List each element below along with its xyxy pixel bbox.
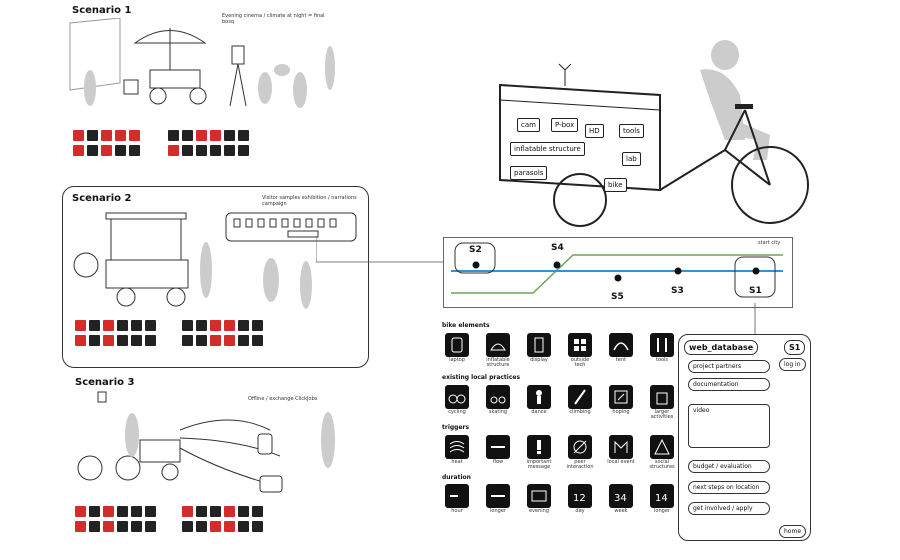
bike-label-bike: bike	[604, 178, 627, 192]
skating-icon	[486, 385, 510, 409]
evening-icon	[527, 484, 551, 508]
bag-icon	[650, 385, 674, 409]
legend: bike elements laptop inflatable structur…	[442, 322, 675, 514]
longer-icon	[486, 484, 510, 508]
cargo-bike-illustration	[499, 40, 809, 227]
heat-icon	[445, 435, 469, 459]
exclamation-icon	[527, 435, 551, 459]
grid-icon	[568, 333, 592, 357]
connector-line	[316, 236, 446, 263]
get-involved-button[interactable]: get involved / apply	[688, 502, 770, 515]
scenario-1-icons	[73, 130, 249, 156]
bicycle-icon	[445, 385, 469, 409]
scenario-2-icons	[75, 320, 263, 346]
structure-icon	[650, 435, 674, 459]
event-icon	[609, 435, 633, 459]
stop-label-s4: S4	[551, 243, 564, 253]
tent-icon	[609, 333, 633, 357]
climbing-icon	[568, 385, 592, 409]
legend-section-title: existing local practices	[442, 374, 521, 381]
scenario-3-illustration	[77, 391, 335, 493]
flow-icon	[486, 435, 510, 459]
web-database-badge: S1	[784, 340, 806, 355]
day-icon: 12	[568, 484, 592, 508]
scenario-1-title: Scenario 1	[72, 5, 132, 16]
month-icon: 14	[650, 484, 674, 508]
legend-section-title: triggers	[442, 424, 470, 431]
stop-label-s1: S1	[749, 286, 762, 296]
map-to-database-connector	[754, 303, 756, 339]
inflatable-icon	[486, 333, 510, 357]
stop-label-s3: S3	[671, 286, 684, 296]
stop-label-s5: S5	[611, 292, 624, 302]
people-icon	[527, 385, 551, 409]
route-lines	[451, 242, 783, 298]
home-button[interactable]: home	[779, 525, 807, 538]
bike-label-pbox: P-box	[551, 118, 579, 132]
hour-icon	[445, 484, 469, 508]
display-icon	[527, 333, 551, 357]
interaction-icon	[568, 435, 592, 459]
stop-label-s2: S2	[469, 245, 482, 255]
bike-label-lab: lab	[622, 152, 641, 166]
scenario-3-title: Scenario 3	[75, 377, 135, 388]
tools-icon	[650, 333, 674, 357]
week-icon: 34	[609, 484, 633, 508]
documentation-button[interactable]: documentation	[688, 378, 770, 391]
legend-section-title: duration	[442, 474, 471, 481]
bike-label-parasols: parasols	[510, 166, 548, 180]
budget-evaluation-button[interactable]: budget / evaluation	[688, 460, 770, 473]
login-button[interactable]: log in	[779, 358, 806, 371]
video-frame[interactable]: video	[688, 404, 770, 448]
laptop-icon	[445, 333, 469, 357]
scenario-3-icons	[75, 506, 263, 532]
scenario-1-note: Evening cinema / climate at night = fina…	[222, 13, 325, 25]
scenario-2-title: Scenario 2	[72, 193, 132, 204]
legend-section-title: bike elements	[442, 322, 490, 329]
project-partners-button[interactable]: project partners	[688, 360, 770, 373]
scenario-3-note: Offline / exchange ClickJobs	[248, 396, 318, 402]
bike-label-inflatable: inflatable structure	[510, 142, 585, 156]
svg-text:14: 14	[655, 493, 668, 504]
svg-text:12: 12	[573, 493, 586, 504]
scenario-2-note: Visitor samples exhibition / narrations …	[262, 195, 357, 207]
bike-label-tools: tools	[619, 124, 644, 138]
svg-text:34: 34	[614, 493, 627, 504]
scenario-2-illustration	[73, 212, 357, 309]
scenario-2-panel	[62, 186, 369, 368]
scenario-1-illustration	[69, 18, 335, 108]
web-database-title: web_database	[684, 340, 759, 355]
hopping-icon	[609, 385, 633, 409]
map-corner-label: start city	[758, 240, 781, 246]
bike-label-cam: cam	[517, 118, 540, 132]
next-steps-button[interactable]: next steps on location	[688, 481, 770, 494]
bike-label-hd: HD	[585, 124, 604, 138]
